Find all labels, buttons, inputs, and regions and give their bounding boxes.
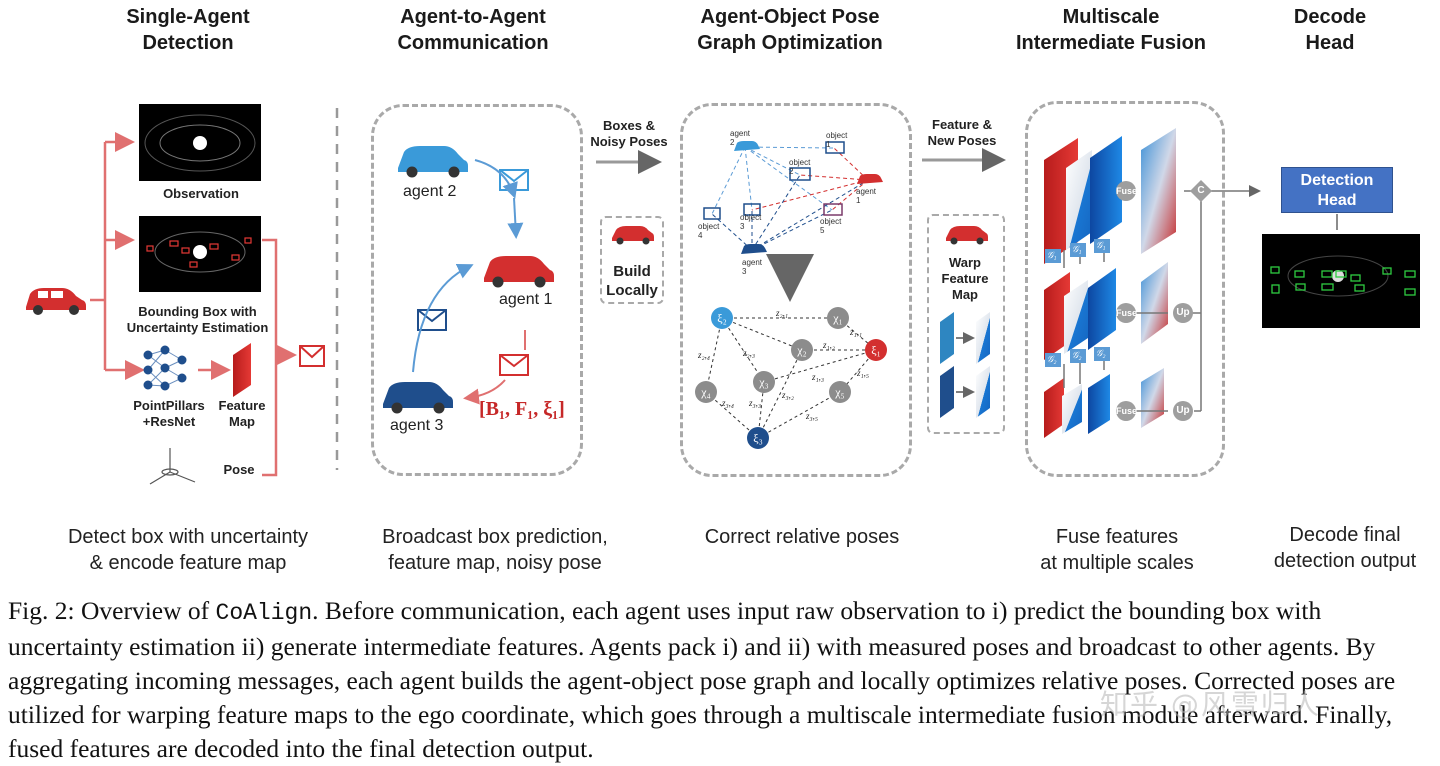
edge-label-z12: z₁,₂ [823,340,836,350]
edge-label-z33: z₃,₃ [749,398,762,408]
stage-title-pose-graph: Agent-Object Pose Graph Optimization [697,6,883,54]
desc-fusion: Fuse features at multiple scales [1040,526,1194,574]
fuse-label-3: Fuse [1116,406,1138,416]
pose-graph-bottom-edges [705,317,877,439]
input-branch-lines [90,132,297,477]
agent1-label: agent 1 [499,291,553,308]
edge-label-z13: z₁,₃ [812,372,825,382]
build-locally-panel [600,216,664,304]
edge-label-z32: z₃,₂ [782,390,795,400]
node-chi2: χ₂ [791,339,813,361]
node-chi5: χ₅ [829,381,851,403]
pose-graph-panel [680,103,912,477]
pose-axis-icon [149,448,196,485]
figure-caption: Fig. 2: Overview of CoAlign. Before comm… [8,594,1436,766]
agent3-label: agent 3 [390,417,444,434]
g1-label-a: 𝒢₁ [1047,250,1057,260]
stage-title-single-agent: Single-Agent Detection [126,6,250,54]
pose-label: Pose [223,462,255,477]
desc-communication: Broadcast box prediction, feature map, n… [382,526,608,574]
graph-agent3-label: agent 3 [742,258,763,276]
edge-label-z24: z₂,₄ [698,350,711,360]
packed-message-icon [299,345,325,367]
message-content: [B₁, F₁, ξ₁] [479,398,565,420]
edge-label-z11: z₁,₁ [850,327,863,337]
desc-single-agent: Detect box with uncertainty & encode fea… [67,526,309,574]
bbox-label: Bounding Box with Uncertainty Estimation [126,304,269,335]
g-filter-boxes [1045,239,1110,367]
build-locally-car-icon [612,226,654,245]
edge-label-z21: z₂,₁ [776,308,789,318]
desc-pose-graph: Correct relative poses [704,526,900,548]
desc-decode: Decode final detection output [1273,524,1417,572]
warp-car-icon [946,226,988,245]
feature-map-shape [233,343,251,397]
warp-feature-shapes [940,312,990,418]
feature-new-poses-label: Feature & New Poses [927,117,997,148]
watermark: 知乎 @风雪归人 [1100,688,1321,721]
agent2-car-icon [398,146,468,178]
edge-label-z35: z₃,₅ [806,411,819,421]
edge-label-z23: z₂,₃ [743,348,756,358]
g2-label-c: 𝒢₂ [1096,348,1106,358]
fuse-label-2: Fuse [1116,308,1138,318]
caption-body: . Before communication, each agent uses … [8,596,1396,763]
node-chi4: χ₄ [695,381,717,403]
feature-map-label: Feature Map [218,398,266,429]
edge-label-z15: z₁,₅ [857,368,870,378]
pose-graph-top [703,141,883,254]
stage-title-fusion: Multiscale Intermediate Fusion [1015,6,1207,54]
stage-title-communication: Agent-to-Agent Communication [397,6,549,54]
warp-feature-panel [927,214,1005,434]
warp-feature-label: Warp Feature Map [941,255,989,302]
fuse-circles [1116,181,1193,421]
communication-arrows [412,159,526,405]
graph-object2-label: object 2 [789,158,811,176]
node-chi1: χ₁ [827,307,849,329]
bbox-lidar-image [139,216,261,292]
graph-object4-label: object 4 [698,222,720,240]
node-xi2: ξ₂ [711,307,733,329]
communication-panel [371,104,583,476]
stage-title-decode: Decode Head [1293,6,1367,54]
observation-label: Observation [163,186,239,201]
node-chi3: χ₃ [753,371,775,393]
diagram-canvas [26,104,1420,485]
g1-label-b: 𝒢₁ [1072,244,1082,254]
up-label-2: Up [1176,405,1190,416]
node-xi3: ξ₃ [747,427,769,449]
build-locally-label: Build Locally [606,263,658,299]
agent3-car-icon [383,382,453,414]
concat-label: C [1197,185,1205,196]
up-label-1: Up [1176,307,1190,318]
g2-label-b: 𝒢₂ [1072,350,1082,360]
graph-object3-label: object 3 [740,213,762,231]
graph-agent1-label: agent 1 [856,187,877,205]
fusion-feature-blocks [1044,128,1176,438]
graph-object1-label: object 1 [826,131,848,149]
agent2-label: agent 2 [403,183,457,200]
fusion-panel [1025,101,1225,477]
caption-method: CoAlign [215,600,313,626]
g1-label-c: 𝒢₁ [1096,240,1106,250]
edge-label-z34: z₃,₄ [722,398,735,408]
agent1-car-icon [484,256,554,288]
caption-prefix: Fig. 2: Overview of [8,596,216,625]
concat-diamond [1190,180,1212,202]
fuse-label-1: Fuse [1116,186,1138,196]
observation-lidar-image [139,104,261,181]
boxes-noisy-poses-label: Boxes & Noisy Poses [590,118,668,149]
detection-output-image [1262,234,1420,328]
neural-network-icon [143,345,187,391]
pointpillars-label: PointPillars +ResNet [133,398,205,429]
node-xi1: ξ₁ [865,339,887,361]
graph-agent2-label: agent 2 [730,129,751,147]
graph-object5-label: object 5 [820,217,842,235]
g2-label-a: 𝒢₂ [1047,354,1057,364]
ego-car-icon [26,288,86,315]
detection-head-box: Detection Head [1281,167,1393,213]
